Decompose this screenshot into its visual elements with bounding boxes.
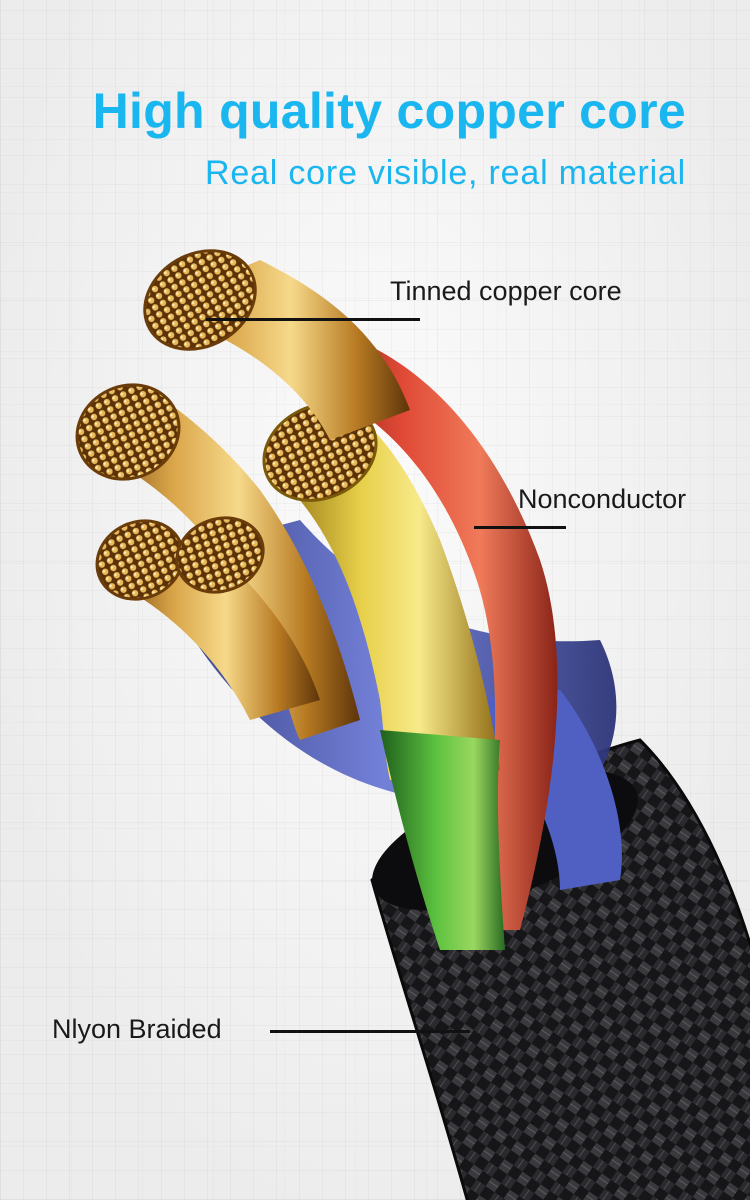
callout-label-sheath: Nlyon Braided [52, 1014, 222, 1044]
page-subtitle: Real core visible, real material [205, 154, 686, 192]
copper-strand-bundle-bottom [95, 516, 320, 720]
page-title: High quality copper core [92, 83, 686, 139]
green-insulated-wire [380, 730, 505, 950]
callout-label-copper: Tinned copper core [390, 276, 622, 306]
copper-strand-bundle-top [143, 249, 410, 440]
callout-label-insulation: Nonconductor [518, 484, 687, 514]
callout-leader-copper [206, 318, 420, 321]
callout-leader-insulation [474, 526, 566, 529]
callout-leader-sheath [270, 1030, 470, 1033]
